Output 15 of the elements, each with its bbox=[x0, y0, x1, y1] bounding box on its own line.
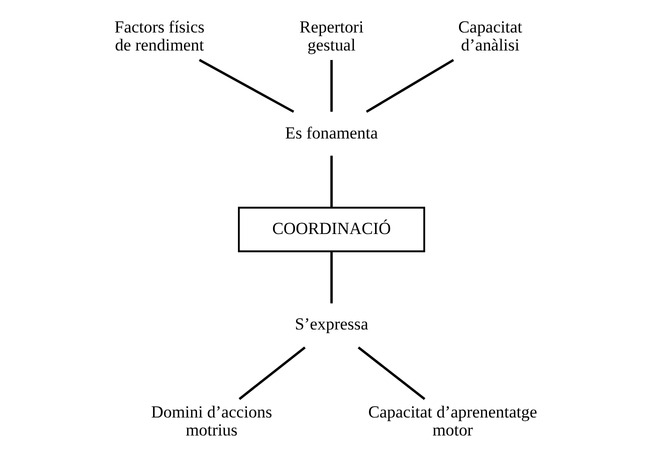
node-text: Es fonamenta bbox=[285, 122, 378, 142]
connector bbox=[238, 346, 306, 400]
connector bbox=[330, 60, 333, 112]
node-text: Factors físics de rendiment bbox=[114, 16, 204, 54]
node-text: Capacitat d’aprenentatge motor bbox=[368, 402, 538, 440]
node-box: COORDINACIÓ bbox=[238, 206, 426, 252]
node-text: S’expressa bbox=[294, 314, 368, 334]
node-text: Repertori gestual bbox=[300, 16, 364, 54]
connector bbox=[358, 346, 426, 400]
node-text: Domini d’accions motrius bbox=[151, 402, 272, 440]
connector bbox=[330, 155, 333, 208]
connector bbox=[366, 58, 454, 112]
node-text: Capacitat d’anàlisi bbox=[458, 16, 522, 54]
connector bbox=[198, 58, 294, 112]
connector bbox=[330, 250, 333, 303]
